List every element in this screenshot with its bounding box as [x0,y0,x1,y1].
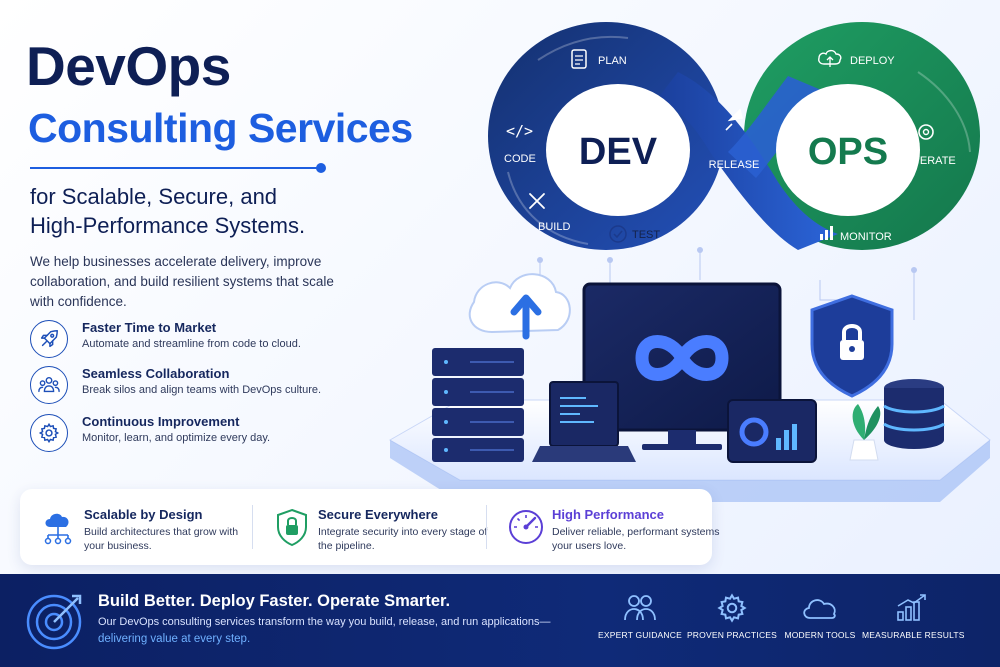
card-performance: High Performance Deliver reliable, perfo… [488,489,719,565]
feature-measurable-results: MEASURABLE RESULTS [862,592,965,640]
hero-tagline: for Scalable, Secure, and High-Performan… [30,182,390,240]
card-title: Secure Everywhere [318,507,438,522]
feature-proven-practices: PROVEN PRACTICES [682,592,782,640]
stage-label-operate: OPERATE [904,155,956,167]
card-secure: Secure Everywhere Integrate security int… [254,489,487,565]
stage-label-deploy: DEPLOY [850,55,895,67]
people-icon [624,595,656,621]
stage-operate: OPERATE [904,124,956,167]
value-cards: Scalable by Design Build architectures t… [20,489,719,565]
tagline-line-2: High-Performance Systems. [30,213,306,238]
stage-release: RELEASE [709,108,760,171]
benefit-desc: Monitor, learn, and optimize every day. [82,432,271,444]
desktop-monitor [582,282,782,450]
cloud-network-icon [44,513,72,545]
server-rack [432,348,524,462]
stage-plan: PLAN [571,49,627,69]
feature-modern-tools: MODERN TOOLS [770,592,870,640]
stage-label-monitor: MONITOR [840,231,892,243]
card-scalable: Scalable by Design Build architectures t… [20,489,250,565]
stage-test: TEST [609,225,660,243]
card-desc: Deliver reliable, performant systems you… [552,526,720,552]
ops-label: OPS [808,131,888,173]
hero-subtitle: Consulting Services [28,105,413,151]
cloud-icon [803,599,836,619]
gear-icon [30,414,68,452]
card-divider [252,505,253,549]
target-icon [26,594,82,650]
card-title: High Performance [552,507,664,522]
benefit-improvement: Continuous Improvement Monitor, learn, a… [30,412,390,458]
devops-infinity-loop: DEV OPS PLAN </> CODE BUILD TEST RELEASE… [488,22,980,250]
feature-label: MEASURABLE RESULTS [862,630,965,640]
tagline-line-1: for Scalable, Secure, and [30,184,278,209]
benefit-faster-time: Faster Time to Market Automate and strea… [30,318,390,364]
stage-deploy: DEPLOY [818,49,895,67]
stage-label-release: RELEASE [709,159,760,171]
stage-monitor: MONITOR [820,226,892,243]
shield-lock-icon [277,508,307,547]
database-icon [883,379,945,449]
code-icon: </> [506,122,533,140]
rocket-icon [725,108,743,131]
clipboard-icon [571,49,587,69]
feature-label: MODERN TOOLS [784,630,856,640]
hero-title: DevOps [26,35,231,97]
footer-banner: Build Better. Deploy Faster. Operate Sma… [0,574,1000,667]
stage-label-plan: PLAN [598,55,627,67]
speedometer-icon [509,510,543,544]
benefit-title: Continuous Improvement [82,414,240,429]
check-circle-icon [609,225,627,243]
ops-center [776,84,920,216]
benefit-title: Faster Time to Market [82,320,217,335]
benefit-title: Seamless Collaboration [82,366,230,381]
benefit-desc: Break silos and align teams with DevOps … [82,384,322,396]
plant [849,404,881,461]
footer-desc: Our DevOps consulting services transform… [98,616,551,628]
gear-icon [717,593,747,623]
growth-chart-icon [897,594,926,621]
benefit-collaboration: Seamless Collaboration Break silos and a… [30,364,390,410]
footer-title: Build Better. Deploy Faster. Operate Sma… [98,592,451,610]
card-divider [486,505,487,549]
card-desc: Integrate security into every stage of t… [318,526,488,552]
shield-lock-icon [810,294,894,398]
title-divider [30,163,326,173]
intro-text: We help businesses accelerate delivery, … [30,254,334,309]
card-title: Scalable by Design [84,507,203,522]
footer-desc-highlight: delivering value at every step. [98,633,251,645]
bar-chart-icon [830,226,833,240]
gear-icon [918,124,934,140]
stage-label-test: TEST [632,229,660,241]
stage-label-code: CODE [504,153,536,165]
infinity-icon [635,335,729,381]
cloud-upload-icon [818,49,842,65]
feature-expert-guidance: EXPERT GUIDANCE [590,592,690,640]
benefit-desc: Automate and streamline from code to clo… [82,338,301,350]
cloud-upload-icon [468,273,571,340]
stage-build: BUILD [529,193,570,233]
card-desc: Build architectures that grow with your … [84,526,239,552]
feature-label: EXPERT GUIDANCE [598,630,682,640]
stage-label-build: BUILD [538,221,570,233]
rocket-icon [30,320,68,358]
dev-center [546,84,690,216]
dev-label: DEV [579,131,658,173]
team-icon [30,366,68,404]
laptop [532,381,636,462]
stage-code: </> CODE [504,122,536,165]
feature-label: PROVEN PRACTICES [686,630,778,640]
devops-illustration [388,247,991,502]
dashboard-tablet [727,399,817,463]
tools-icon [529,193,545,209]
